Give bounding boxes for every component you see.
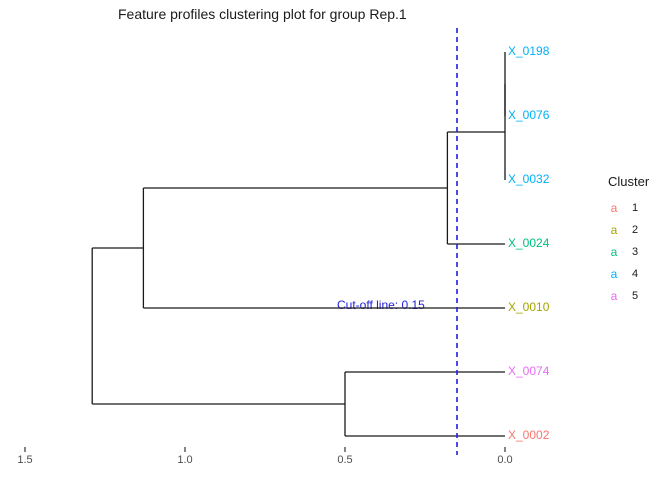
leaf-label: X_0198 xyxy=(508,44,550,58)
cluster-5-marker-icon: a xyxy=(610,289,618,303)
cluster-1-marker-icon: a xyxy=(610,201,618,215)
x-tick-label-2: 0.5 xyxy=(337,454,353,466)
cluster-4-marker-icon: a xyxy=(610,267,618,281)
page-title: Feature profiles clustering plot for gro… xyxy=(118,6,407,22)
x-tick-label-3: 0.0 xyxy=(497,454,513,466)
leaf-label: X_0010 xyxy=(508,300,550,314)
x-tick-label-0: 1.5 xyxy=(17,454,33,466)
legend: Cluster a 1 a 2 a 3 a 4 a 5 xyxy=(604,174,649,307)
cutoff-line-label: Cut-off line: 0.15 xyxy=(337,298,425,312)
leaf-label: X_0002 xyxy=(508,428,550,442)
legend-value: 4 xyxy=(632,268,639,280)
legend-value: 1 xyxy=(632,202,639,214)
leaf-label: X_0024 xyxy=(508,236,550,250)
cluster-2-marker-icon: a xyxy=(610,223,618,237)
legend-row: a 4 xyxy=(604,263,649,285)
legend-row: a 1 xyxy=(604,197,649,219)
legend-value: 2 xyxy=(632,224,639,236)
leaf-label: X_0074 xyxy=(508,364,550,378)
legend-title: Cluster xyxy=(608,174,650,189)
cluster-3-marker-icon: a xyxy=(610,245,618,259)
legend-row: a 2 xyxy=(604,219,649,241)
legend-value: 5 xyxy=(632,290,639,302)
legend-row: a 3 xyxy=(604,241,649,263)
legend-value: 3 xyxy=(632,246,639,258)
leaf-label: X_0032 xyxy=(508,172,550,186)
legend-row: a 5 xyxy=(604,285,649,307)
leaf-label: X_0076 xyxy=(508,108,550,122)
x-tick-label-1: 1.0 xyxy=(177,454,193,466)
